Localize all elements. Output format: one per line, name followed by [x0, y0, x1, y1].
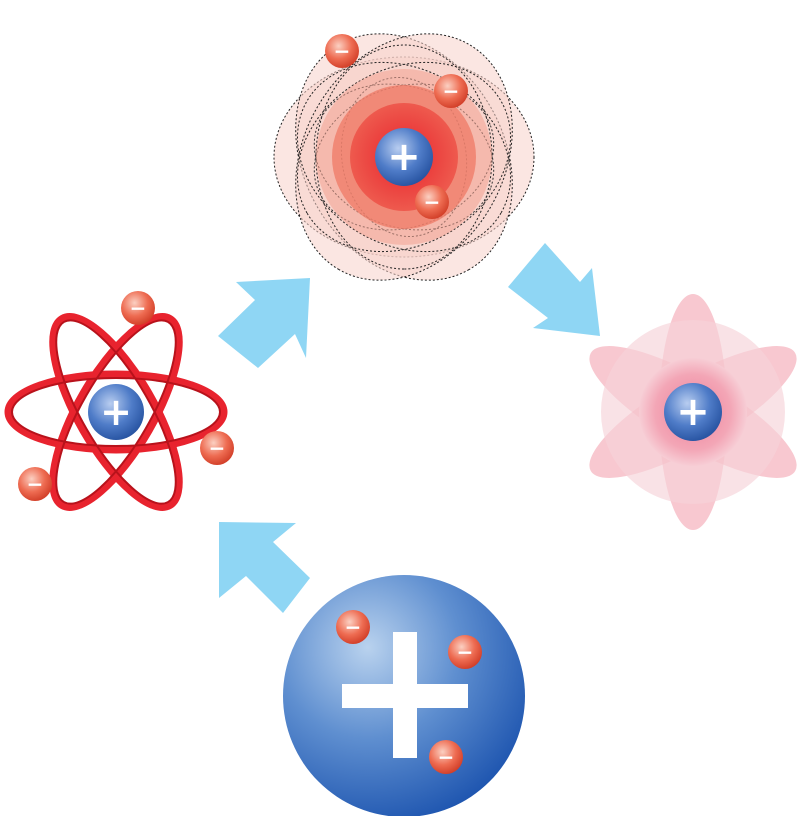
- svg-text:−: −: [334, 39, 351, 63]
- nucleus: +: [664, 383, 722, 441]
- orbit-rings: [4, 313, 228, 511]
- svg-text:−: −: [438, 745, 455, 769]
- arrow-planetary-to-electron-cloud: [218, 278, 310, 368]
- planetary-electron: −: [18, 467, 52, 501]
- nucleus-plus-label: +: [387, 134, 421, 180]
- plum-pudding-model: − − −: [283, 575, 525, 816]
- arrow-electron-cloud-to-quantum-orbital: [508, 243, 600, 336]
- planetary-model: +: [4, 313, 228, 511]
- cloud-electron: −: [434, 74, 468, 108]
- cloud-electron: −: [325, 34, 359, 68]
- pudding-electron: −: [336, 610, 370, 644]
- pudding-electron: −: [429, 740, 463, 774]
- electron-cloud-model: +: [273, 33, 535, 281]
- nucleus: +: [88, 384, 144, 440]
- quantum-orbital-model: +: [589, 294, 797, 530]
- arrows: [218, 243, 600, 613]
- svg-text:−: −: [424, 190, 441, 214]
- nucleus-plus-label: +: [100, 390, 132, 434]
- nucleus-plus-label: +: [676, 389, 710, 435]
- svg-text:−: −: [209, 436, 226, 460]
- svg-text:−: −: [443, 79, 460, 103]
- planetary-electron: −: [200, 431, 234, 465]
- svg-text:−: −: [27, 472, 44, 496]
- pudding-electron: −: [448, 635, 482, 669]
- planetary-electron: −: [121, 291, 155, 325]
- svg-text:−: −: [457, 640, 474, 664]
- svg-text:−: −: [130, 296, 147, 320]
- svg-text:−: −: [345, 615, 362, 639]
- nucleus: +: [375, 128, 433, 186]
- plus-sign-vertical: [393, 632, 417, 758]
- arrow-plum-pudding-to-planetary: [219, 522, 310, 613]
- cloud-electron: −: [415, 185, 449, 219]
